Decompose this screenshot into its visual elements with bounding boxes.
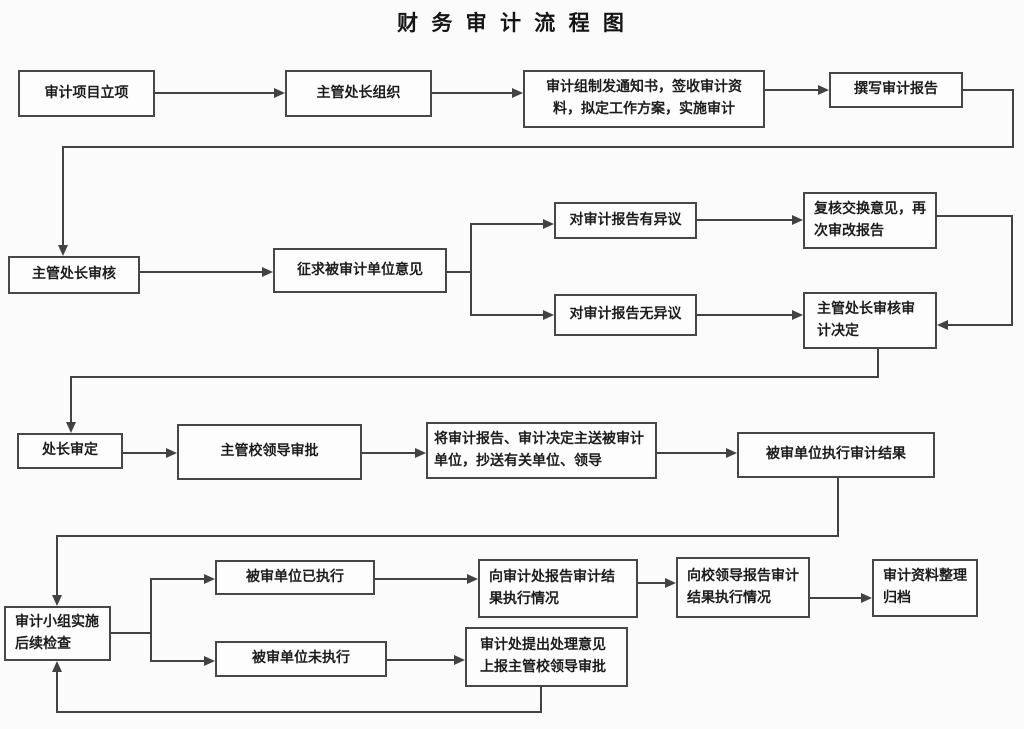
arrowhead-executed-to-report-dept [467, 574, 478, 584]
edge-not-executed-to-handle [387, 659, 456, 661]
node-report-no-objection: 对审计报告无异议 [554, 294, 697, 336]
arrowhead-send-to-execute [726, 448, 737, 458]
arrowhead-branch-to-executed [204, 574, 215, 584]
arrowhead-draft-to-review [58, 245, 68, 256]
edge-director-final-to-leader [123, 452, 168, 454]
edge-followup-branch [150, 578, 152, 662]
edge-start-to-organize [155, 92, 276, 94]
arrowhead-leader-to-send [415, 448, 426, 458]
page-title: 财 务 审 计 流 程 图 [397, 11, 627, 35]
node-report-results-to-school-leaders: 向校领导报告审计结果执行情况 [676, 557, 810, 618]
node-report-objection: 对审计报告有异议 [554, 202, 697, 239]
node-report-results-to-audit-office: 向审计处报告审计结果执行情况 [478, 559, 638, 618]
arrowhead-decision-to-director-final [66, 422, 76, 433]
edge-leader-to-send [362, 452, 417, 454]
arrowhead-organize-to-notice [512, 88, 523, 98]
node-recheck-exchange-opinions: 复核交换意见，再次审改报告 [803, 192, 937, 249]
edge-decision-to-director-final [70, 376, 879, 378]
arrowhead-recheck-to-decision [937, 320, 948, 330]
edge-branch-to-executed [152, 578, 206, 580]
node-director-review-audit-decision: 主管处长审核审计决定 [803, 292, 937, 349]
node-auditee-implements-results: 被审单位执行审计结果 [737, 432, 935, 478]
arrowhead-branch-to-not-executed [204, 656, 215, 666]
edge-handle-to-followup [56, 670, 58, 713]
edge-decision-to-director-final [877, 349, 879, 378]
edge-review-to-solicit [140, 271, 264, 273]
edge-draft-to-review [62, 146, 1014, 148]
edge-execute-to-followup [837, 478, 839, 537]
node-audit-notice-and-plan: 审计组制发通知书，签收审计资料，拟定工作方案，实施审计 [523, 70, 765, 128]
edge-draft-to-review [1012, 89, 1014, 148]
node-archive-audit-materials: 审计资料整理归档 [872, 559, 978, 617]
arrowhead-handle-to-followup [52, 661, 62, 672]
node-auditee-implemented: 被审单位已执行 [215, 560, 375, 595]
node-director-review: 主管处长审核 [8, 256, 140, 294]
edge-handle-to-followup [540, 687, 542, 713]
node-solicit-auditee-opinion: 征求被审计单位意见 [273, 248, 447, 293]
edge-execute-to-followup [56, 535, 839, 537]
edge-branch-to-objection [470, 223, 545, 225]
arrowhead-branch-to-no-objection [543, 310, 554, 320]
edge-handle-to-followup [56, 711, 542, 713]
node-audit-office-handling-opinion: 审计处提出处理意见上报主管校领导审批 [465, 627, 628, 687]
arrowhead-branch-to-objection [543, 219, 554, 229]
edge-execute-to-followup [56, 535, 58, 597]
edge-followup-branch [111, 632, 152, 634]
arrowhead-notice-to-draft [818, 85, 829, 95]
arrowhead-start-to-organize [274, 88, 285, 98]
node-draft-audit-report: 撰写审计报告 [829, 72, 963, 108]
node-audit-project-initiation: 审计项目立项 [18, 70, 155, 117]
edge-objection-to-recheck [697, 219, 794, 221]
node-audit-team-follow-up-check: 审计小组实施后续检查 [4, 606, 111, 661]
edge-solicit-branch [470, 223, 472, 316]
edge-report-leader-to-archive [810, 597, 863, 599]
edge-no-objection-to-decision [697, 314, 794, 316]
edge-branch-to-no-objection [470, 314, 545, 316]
edge-solicit-branch [447, 271, 472, 273]
edge-draft-to-review [963, 89, 1014, 91]
node-director-organizes: 主管处长组织 [285, 70, 432, 117]
edge-organize-to-notice [432, 92, 514, 94]
arrowhead-objection-to-recheck [792, 215, 803, 225]
edge-send-to-execute [657, 452, 728, 454]
edge-recheck-to-decision [937, 215, 1013, 217]
edge-notice-to-draft [765, 89, 820, 91]
arrowhead-review-to-solicit [262, 267, 273, 277]
node-send-report-and-decision: 将审计报告、审计决定主送被审计单位，抄送有关单位、领导 [426, 422, 657, 479]
edge-executed-to-report-dept [375, 578, 469, 580]
arrowhead-execute-to-followup [52, 595, 62, 606]
arrowhead-report-leader-to-archive [861, 593, 872, 603]
arrowhead-director-final-to-leader [166, 448, 177, 458]
edge-branch-to-not-executed [152, 660, 206, 662]
arrowhead-no-objection-to-decision [792, 310, 803, 320]
edge-draft-to-review [62, 146, 64, 246]
node-director-final-decision: 处长审定 [17, 433, 123, 469]
node-school-leader-approval: 主管校领导审批 [177, 424, 362, 480]
edge-decision-to-director-final [70, 376, 72, 423]
node-auditee-not-implemented: 被审单位未执行 [215, 641, 387, 677]
edge-recheck-to-decision [1011, 215, 1013, 326]
edge-recheck-to-decision [948, 324, 1013, 326]
arrowhead-not-executed-to-handle [454, 655, 465, 665]
arrowhead-report-dept-to-report-leader [665, 578, 676, 588]
edge-report-dept-to-report-leader [638, 582, 667, 584]
